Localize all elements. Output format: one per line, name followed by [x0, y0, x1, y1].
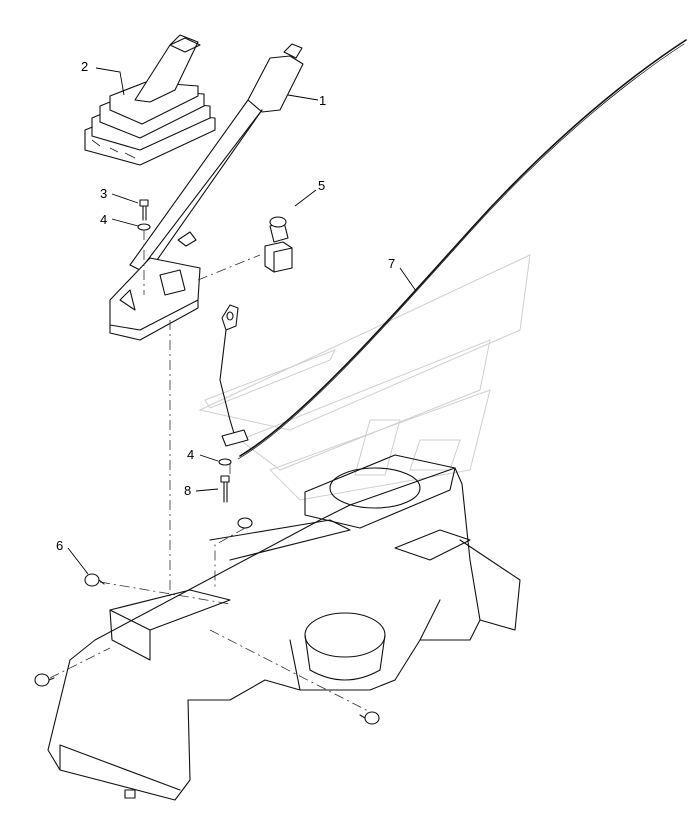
part-1-lever — [109, 43, 319, 341]
part-4-washer-upper — [111, 218, 151, 231]
callout-4-lower: 4 — [187, 447, 194, 462]
part-4-washer-lower — [199, 454, 232, 466]
part-7-cable — [237, 39, 687, 460]
callout-labels: 1 2 3 4 4 5 6 7 8 — [56, 59, 395, 553]
part-6-fastener — [67, 547, 105, 587]
push-rivet-right — [359, 711, 380, 725]
push-rivet-left — [34, 673, 55, 687]
watermark-logo — [198, 254, 531, 501]
part-8-bolt — [195, 475, 230, 503]
callout-8: 8 — [184, 483, 191, 498]
part-3-bolt — [111, 193, 149, 221]
nut-lower — [237, 517, 253, 529]
floor-console — [47, 454, 521, 801]
part-5-switch — [264, 189, 317, 273]
callout-4-upper: 4 — [100, 212, 107, 227]
callout-3: 3 — [100, 186, 107, 201]
callout-5: 5 — [318, 178, 325, 193]
cable-end-fitting — [219, 304, 249, 447]
callout-1: 1 — [319, 93, 326, 108]
callout-2: 2 — [81, 59, 88, 74]
part-2-boot — [84, 34, 216, 166]
assembly-lines — [49, 230, 371, 713]
callout-7: 7 — [388, 256, 395, 271]
callout-6: 6 — [56, 538, 63, 553]
